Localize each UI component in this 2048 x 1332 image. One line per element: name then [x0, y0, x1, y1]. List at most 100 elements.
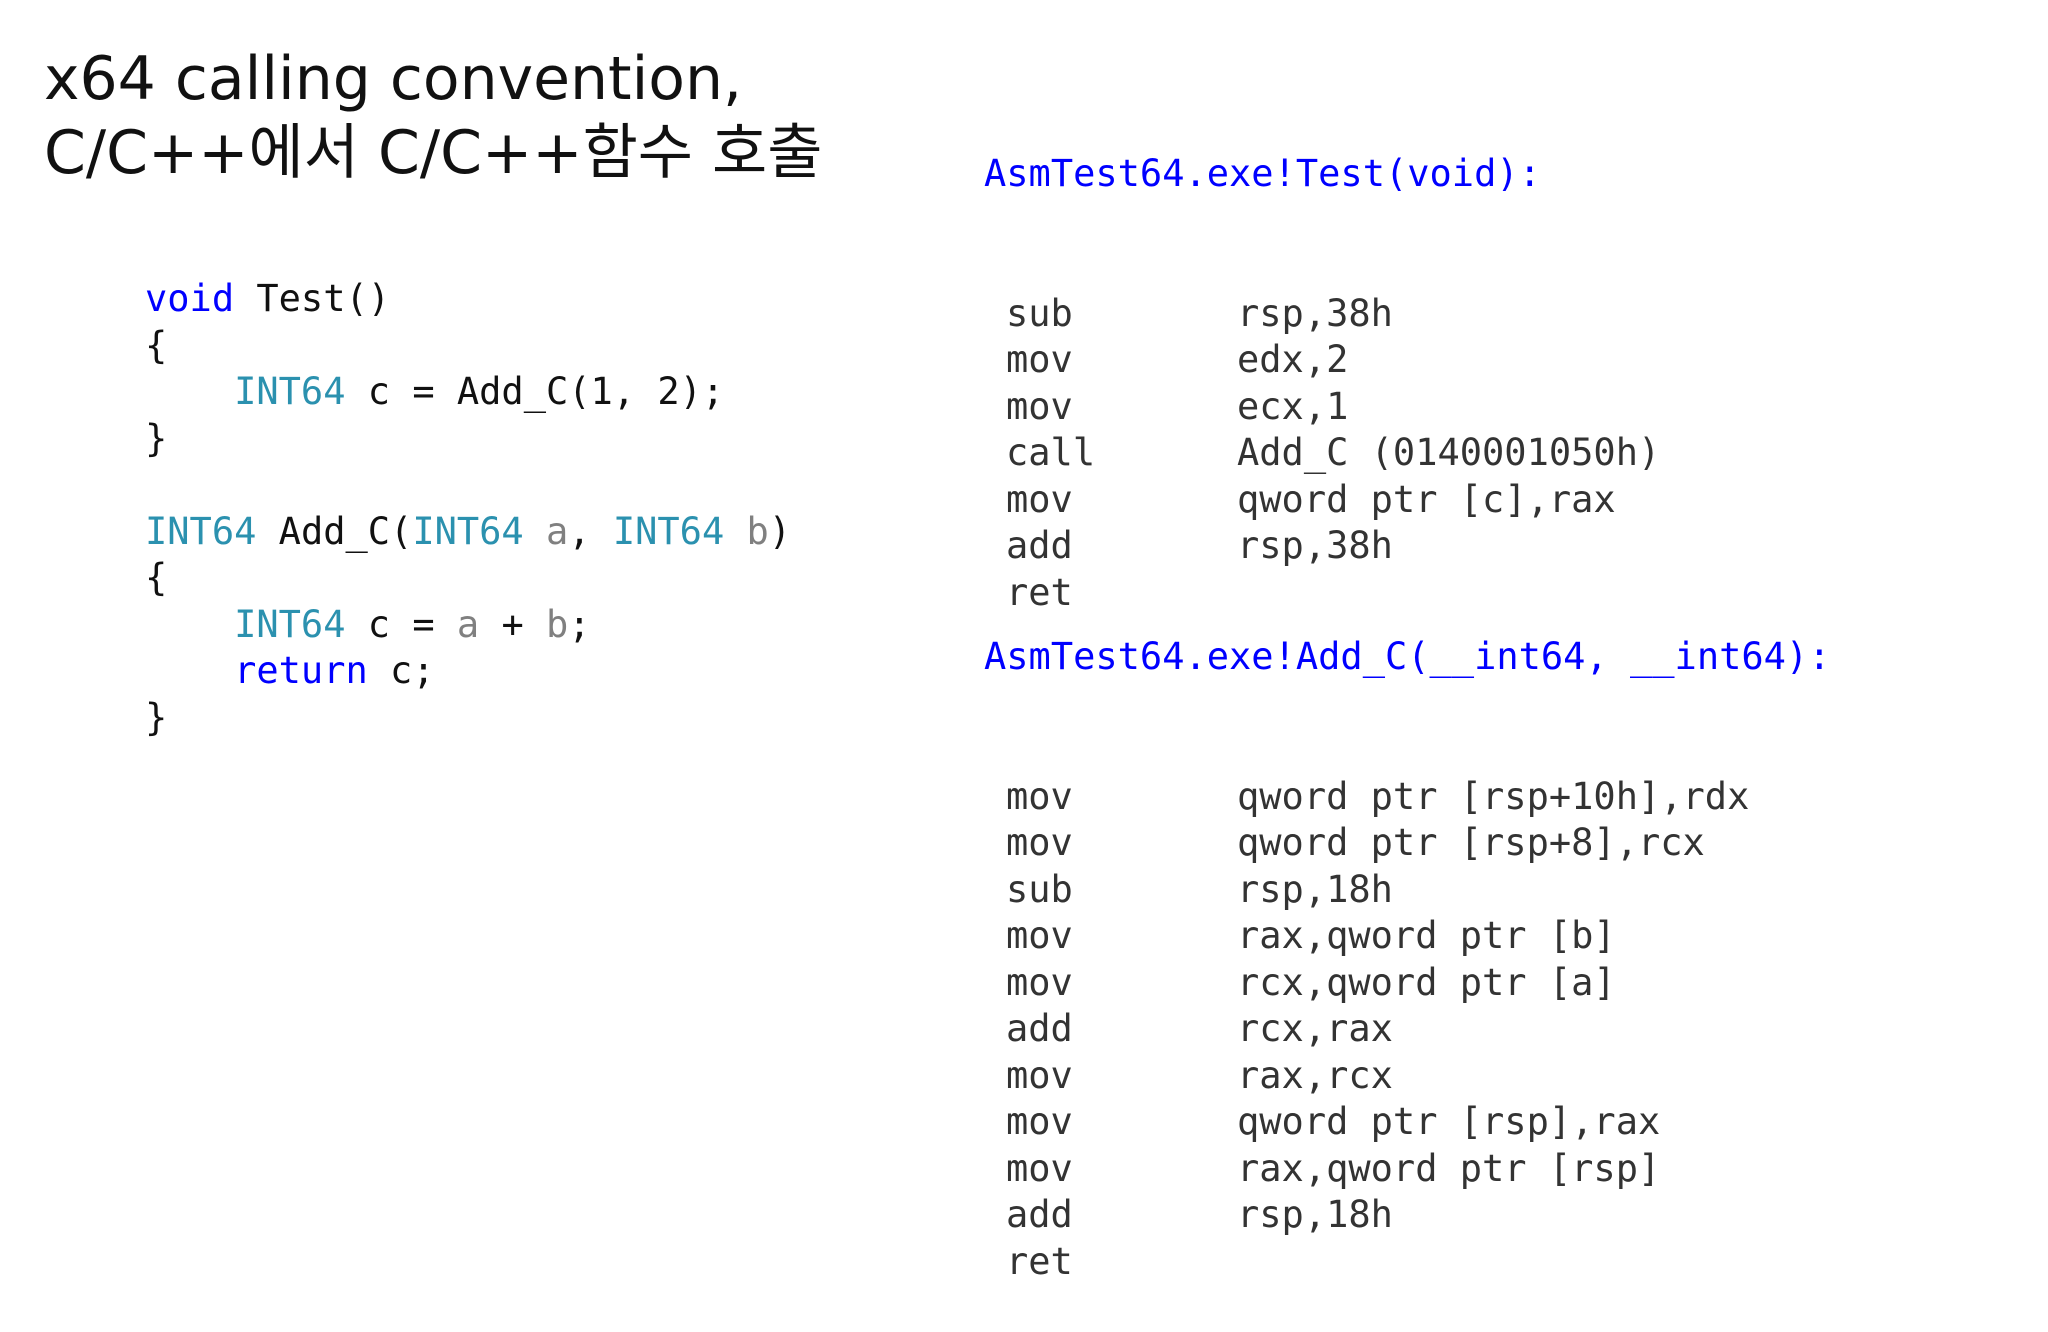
code-token: {	[145, 323, 168, 367]
asm-operands: rcx,rax	[1237, 1007, 1393, 1050]
code-token	[145, 370, 234, 413]
asm-instruction-row: sub rsp,38h	[984, 291, 1660, 338]
code-token: Add_C(	[256, 509, 413, 553]
asm-instruction-row: mov rax,rcx	[984, 1053, 1830, 1100]
asm-instruction-row: mov ecx,1	[984, 384, 1660, 431]
code-token: )	[768, 509, 792, 553]
code-token: ,	[568, 509, 613, 553]
asm-mnemonic: mov	[1006, 477, 1073, 521]
title-line-1: x64 calling convention,	[44, 44, 743, 114]
asm-mnemonic: ret	[1006, 570, 1073, 614]
source-code-listing: void Test(){ INT64 c = Add_C(1, 2);}INT6…	[145, 276, 791, 741]
code-token: b	[746, 509, 769, 553]
asm-header-test: AsmTest64.exe!Test(void):	[984, 152, 1541, 195]
code-line: {	[145, 555, 791, 602]
asm-operands: rsp,18h	[1237, 867, 1393, 911]
asm-operands: edx,2	[1237, 338, 1349, 381]
asm-mnemonic: mov	[1006, 1146, 1073, 1190]
asm-instruction-row: mov qword ptr [rsp+10h],rdx	[984, 774, 1830, 821]
asm-operands: rax,rcx	[1237, 1053, 1393, 1097]
code-token: a	[456, 602, 480, 646]
asm-mnemonic: sub	[1006, 867, 1073, 911]
asm-instruction-row: add rsp,38h	[984, 523, 1660, 570]
asm-listing-test: AsmTest64.exe!Test(void): sub rsp,38h mov e…	[984, 58, 1660, 663]
asm-operands: rsp,18h	[1237, 1193, 1393, 1236]
asm-instruction-row: ret	[984, 570, 1660, 617]
asm-mnemonic: add	[1006, 1193, 1073, 1236]
asm-instruction-row: sub rsp,18h	[984, 867, 1830, 914]
code-token	[524, 510, 546, 553]
asm-mnemonic: ret	[1006, 1239, 1073, 1283]
asm-operands: rsp,38h	[1237, 524, 1393, 567]
asm-operands: qword ptr [c],rax	[1237, 477, 1616, 521]
asm-operands: rcx,qword ptr [a]	[1237, 960, 1616, 1004]
asm-mnemonic: mov	[1006, 914, 1073, 957]
asm-operands: Add_C (0140001050h)	[1237, 431, 1661, 474]
code-line: INT64 Add_C(INT64 a, INT64 b)	[145, 509, 791, 556]
asm-mnemonic: mov	[1006, 774, 1073, 818]
asm-mnemonic: mov	[1006, 1053, 1073, 1097]
code-token: Test()	[234, 277, 391, 320]
asm-instruction-row: mov edx,2	[984, 337, 1660, 384]
asm-operands: ecx,1	[1237, 384, 1349, 428]
code-token: }	[145, 416, 168, 460]
asm-instruction-row: add rcx,rax	[984, 1006, 1830, 1053]
asm-instruction-row: mov rcx,qword ptr [a]	[984, 960, 1830, 1007]
asm-instruction-row: call Add_C (0140001050h)	[984, 430, 1660, 477]
asm-operands: rax,qword ptr [b]	[1237, 914, 1616, 957]
code-token: INT64	[612, 509, 725, 553]
asm-mnemonic: sub	[1006, 291, 1073, 335]
asm-operands: rax,qword ptr [rsp]	[1237, 1146, 1661, 1190]
code-token: }	[145, 695, 168, 739]
code-token	[145, 603, 234, 646]
asm-instruction-row: mov qword ptr [rsp],rax	[984, 1099, 1830, 1146]
code-token: return	[234, 649, 368, 692]
asm-operands: rsp,38h	[1237, 291, 1393, 335]
asm-instruction-row: add rsp,18h	[984, 1192, 1830, 1239]
code-token: c = Add_C(1, 2);	[345, 370, 725, 413]
code-token: INT64	[234, 602, 346, 646]
code-line: void Test()	[145, 276, 791, 323]
asm-listing-add-c: AsmTest64.exe!Add_C(__int64, __int64): m…	[984, 541, 1830, 1332]
code-token: INT64	[145, 509, 257, 553]
code-token: ;	[568, 602, 591, 646]
code-token: INT64	[412, 509, 524, 553]
asm-mnemonic: mov	[1006, 821, 1073, 864]
asm-mnemonic: add	[1006, 1007, 1073, 1050]
code-token	[724, 510, 746, 553]
code-token: +	[479, 602, 546, 646]
code-line: return c;	[145, 648, 791, 695]
asm-rows-add-c: mov qword ptr [rsp+10h],rdx mov qword ptr […	[984, 774, 1830, 1286]
code-token: void	[145, 277, 235, 320]
code-token: b	[546, 602, 569, 646]
asm-mnemonic: mov	[1006, 338, 1073, 381]
asm-mnemonic: mov	[1006, 1100, 1073, 1143]
code-line: }	[145, 416, 791, 463]
asm-operands: qword ptr [rsp+10h],rdx	[1237, 774, 1750, 818]
code-line: INT64 c = a + b;	[145, 602, 791, 649]
code-token	[145, 649, 234, 692]
code-line: {	[145, 323, 791, 370]
asm-instruction-row: mov rax,qword ptr [b]	[984, 913, 1830, 960]
code-token: INT64	[234, 370, 346, 413]
title-line-2: C/C++에서 C/C++함수 호출	[44, 118, 823, 188]
code-token: c;	[367, 649, 435, 692]
asm-instruction-row: mov qword ptr [c],rax	[984, 477, 1660, 524]
code-token: a	[546, 509, 569, 553]
asm-operands: qword ptr [rsp+8],rcx	[1237, 821, 1705, 864]
code-token: c =	[345, 602, 457, 646]
asm-rows-test: sub rsp,38h mov edx,2 mov ecx,1 call Add_C (014…	[984, 291, 1660, 617]
asm-mnemonic: add	[1006, 524, 1073, 567]
asm-header-add-c: AsmTest64.exe!Add_C(__int64, __int64):	[984, 635, 1831, 678]
asm-instruction-row: mov qword ptr [rsp+8],rcx	[984, 820, 1830, 867]
asm-instruction-row: mov rax,qword ptr [rsp]	[984, 1146, 1830, 1193]
code-line: }	[145, 695, 791, 742]
asm-instruction-row: ret	[984, 1239, 1830, 1286]
code-line: INT64 c = Add_C(1, 2);	[145, 369, 791, 416]
asm-mnemonic: call	[1006, 431, 1096, 474]
asm-mnemonic: mov	[1006, 384, 1073, 428]
asm-operands: qword ptr [rsp],rax	[1237, 1100, 1661, 1143]
code-line	[145, 462, 791, 509]
asm-mnemonic: mov	[1006, 960, 1073, 1004]
slide-title: x64 calling convention, C/C++에서 C/C++함수 …	[44, 42, 822, 190]
